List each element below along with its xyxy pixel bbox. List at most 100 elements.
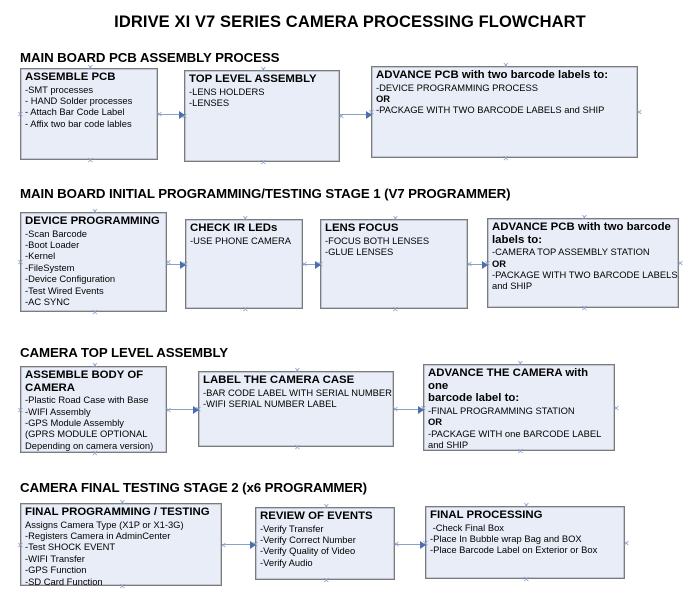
process-node[interactable]: ADVANCE PCB with two barcode labels to:-… (371, 66, 638, 158)
node-line: OR (376, 93, 391, 104)
node-line: -SMT processes (25, 83, 94, 95)
node-line: -BAR CODE LABEL WITH SERIAL NUMBER (203, 386, 392, 398)
node-line: -FINAL PROGRAMMING STATION (428, 404, 575, 416)
arrowhead-icon (418, 405, 424, 414)
connection-point-icon: ✕ (87, 156, 94, 165)
process-node[interactable]: LABEL THE CAMERA CASE-BAR CODE LABEL WIT… (198, 371, 394, 447)
connection-point-icon: ✕ (165, 405, 172, 415)
node-line: -Plastic Road Case with Base (25, 394, 149, 406)
section-heading: CAMERA TOP LEVEL ASSEMBLY (20, 345, 229, 360)
connection-point-icon: ✕ (392, 305, 399, 314)
arrowhead-icon (482, 260, 488, 269)
section-heading: CAMERA FINAL TESTING STAGE 2 (x6 PROGRAM… (20, 480, 368, 495)
connection-point-icon: ✕ (502, 154, 510, 163)
node-line: -Verify Audio (260, 556, 313, 568)
arrowhead-icon (180, 260, 186, 269)
node-line: OR (428, 416, 443, 428)
connection-point-icon: ✕ (91, 207, 99, 216)
flow-arrow (395, 544, 425, 545)
connection-point-icon: ✕ (17, 405, 24, 415)
connection-point-icon: ✕ (17, 258, 24, 267)
arrowhead-icon (366, 110, 372, 119)
process-node[interactable]: FINAL PROCESSING -Check Final Box-Place … (425, 506, 625, 579)
connection-point-icon: ✕ (91, 308, 99, 317)
connection-point-icon: ✕ (623, 538, 630, 548)
connection-point-icon: ✕ (523, 501, 530, 510)
process-node[interactable]: DEVICE PROGRAMMING-Scan Barcode-Boot Loa… (20, 212, 167, 312)
process-node[interactable]: ASSEMBLE BODY OF CAMERA-Plastic Road Cas… (20, 366, 167, 453)
connection-point-icon: ✕ (165, 258, 172, 267)
flow-arrow (167, 264, 185, 265)
connection-point-icon: ✕ (517, 447, 524, 456)
node-line: -FileSystem (25, 261, 75, 273)
connection-point-icon: ✕ (260, 65, 267, 74)
process-node[interactable]: TOP LEVEL ASSEMBLY-LENS HOLDERS-LENSES (184, 70, 340, 162)
node-title: ADVANCE PCB with two barcode labels to: (492, 221, 671, 246)
node-line: -WIFI Assembly (25, 405, 91, 417)
arrowhead-icon (250, 540, 256, 549)
connection-point-icon: ✕ (323, 502, 330, 511)
connection-point-icon: ✕ (636, 108, 643, 117)
node-title: LABEL THE CAMERA CASE (203, 374, 355, 386)
section-heading: MAIN BOARD INITIAL PROGRAMMING/TESTING S… (20, 186, 511, 201)
flow-arrow (303, 264, 320, 265)
node-line: -FOCUS BOTH LENSES (325, 234, 430, 246)
connection-point-icon: ✕ (17, 110, 24, 119)
node-line: -Device Configuration (25, 273, 116, 285)
node-title: FINAL PROGRAMMING / TESTING (25, 506, 210, 518)
node-title: LENS FOCUS (325, 222, 399, 234)
connection-point-icon: ✕ (91, 361, 99, 370)
node-title: DEVICE PROGRAMMING (25, 215, 160, 227)
node-line: -Place In Bubble wrap Bag and BOX (430, 533, 582, 544)
node-line: and SHIP (492, 280, 533, 292)
node-line: -WIFI Transfer (25, 552, 85, 564)
process-node[interactable]: ADVANCE THE CAMERA with one barcode labe… (423, 364, 615, 451)
process-node[interactable]: ADVANCE PCB with two barcode labels to:-… (487, 218, 679, 308)
node-line: -Verify Quality of Video (260, 545, 356, 557)
node-line: -DEVICE PROGRAMMING PROCESS (376, 81, 538, 93)
node-line: -Test Wired Events (25, 284, 104, 296)
flow-arrow (468, 264, 487, 265)
node-line: -CAMERA TOP ASSEMBLY STATION (492, 246, 650, 258)
node-line: -Kernel (25, 250, 56, 262)
connection-point-icon: ✕ (220, 540, 227, 550)
node-line: -Test SHOCK EVENT (25, 541, 116, 553)
connection-point-icon: ✕ (517, 359, 524, 368)
connection-point-icon: ✕ (87, 63, 94, 72)
node-line: -AC SYNC (25, 296, 70, 308)
node-line: Assigns Camera Type (X1P or X1-3G) (25, 518, 184, 530)
connection-point-icon: ✕ (613, 403, 620, 413)
connection-point-icon: ✕ (91, 449, 99, 458)
connection-point-icon: ✕ (338, 112, 345, 121)
flow-arrow (340, 114, 371, 115)
node-line: and SHIP (428, 439, 469, 450)
process-node[interactable]: CHECK IR LEDs-USE PHONE CAMERA (185, 219, 303, 309)
process-node[interactable]: LENS FOCUS-FOCUS BOTH LENSES-GLUE LENSES (320, 219, 468, 309)
node-line: Depending on camera version) (25, 439, 154, 451)
node-line: -PACKAGE WITH one BARCODE LABEL (428, 427, 602, 439)
node-line: -PACKAGE WITH TWO BARCODE LABELS (492, 269, 678, 280)
connection-point-icon: ✕ (502, 61, 510, 70)
process-node[interactable]: REVIEW OF EVENTS-Verify Transfer-Verify … (255, 507, 395, 580)
node-line: - HAND Solder processes (25, 95, 133, 106)
connection-point-icon: ✕ (323, 576, 330, 585)
connection-point-icon: ✕ (119, 582, 126, 591)
node-line: -SD Card Function (25, 575, 103, 586)
flow-arrow (167, 409, 198, 410)
flow-arrow (394, 409, 423, 410)
node-line: -LENSES (189, 97, 230, 108)
node-line: -Scan Barcode (25, 227, 88, 239)
node-line: -PACKAGE WITH TWO BARCODE LABELS and SHI… (376, 104, 605, 116)
node-line: -Registers Camera in AdminCenter (25, 530, 171, 541)
connection-point-icon: ✕ (17, 540, 24, 550)
node-line: -Boot Loader (25, 239, 80, 250)
node-line: -Check Final Box (430, 521, 504, 533)
node-title: REVIEW OF EVENTS (260, 510, 373, 522)
node-line: -GPS Module Assembly (25, 417, 124, 428)
process-node[interactable]: ASSEMBLE PCB-SMT processes- HAND Solder … (20, 68, 158, 160)
node-line: - Affix two bar code lables (25, 117, 132, 129)
node-title: CHECK IR LEDs (190, 222, 278, 234)
arrowhead-icon (315, 260, 321, 269)
